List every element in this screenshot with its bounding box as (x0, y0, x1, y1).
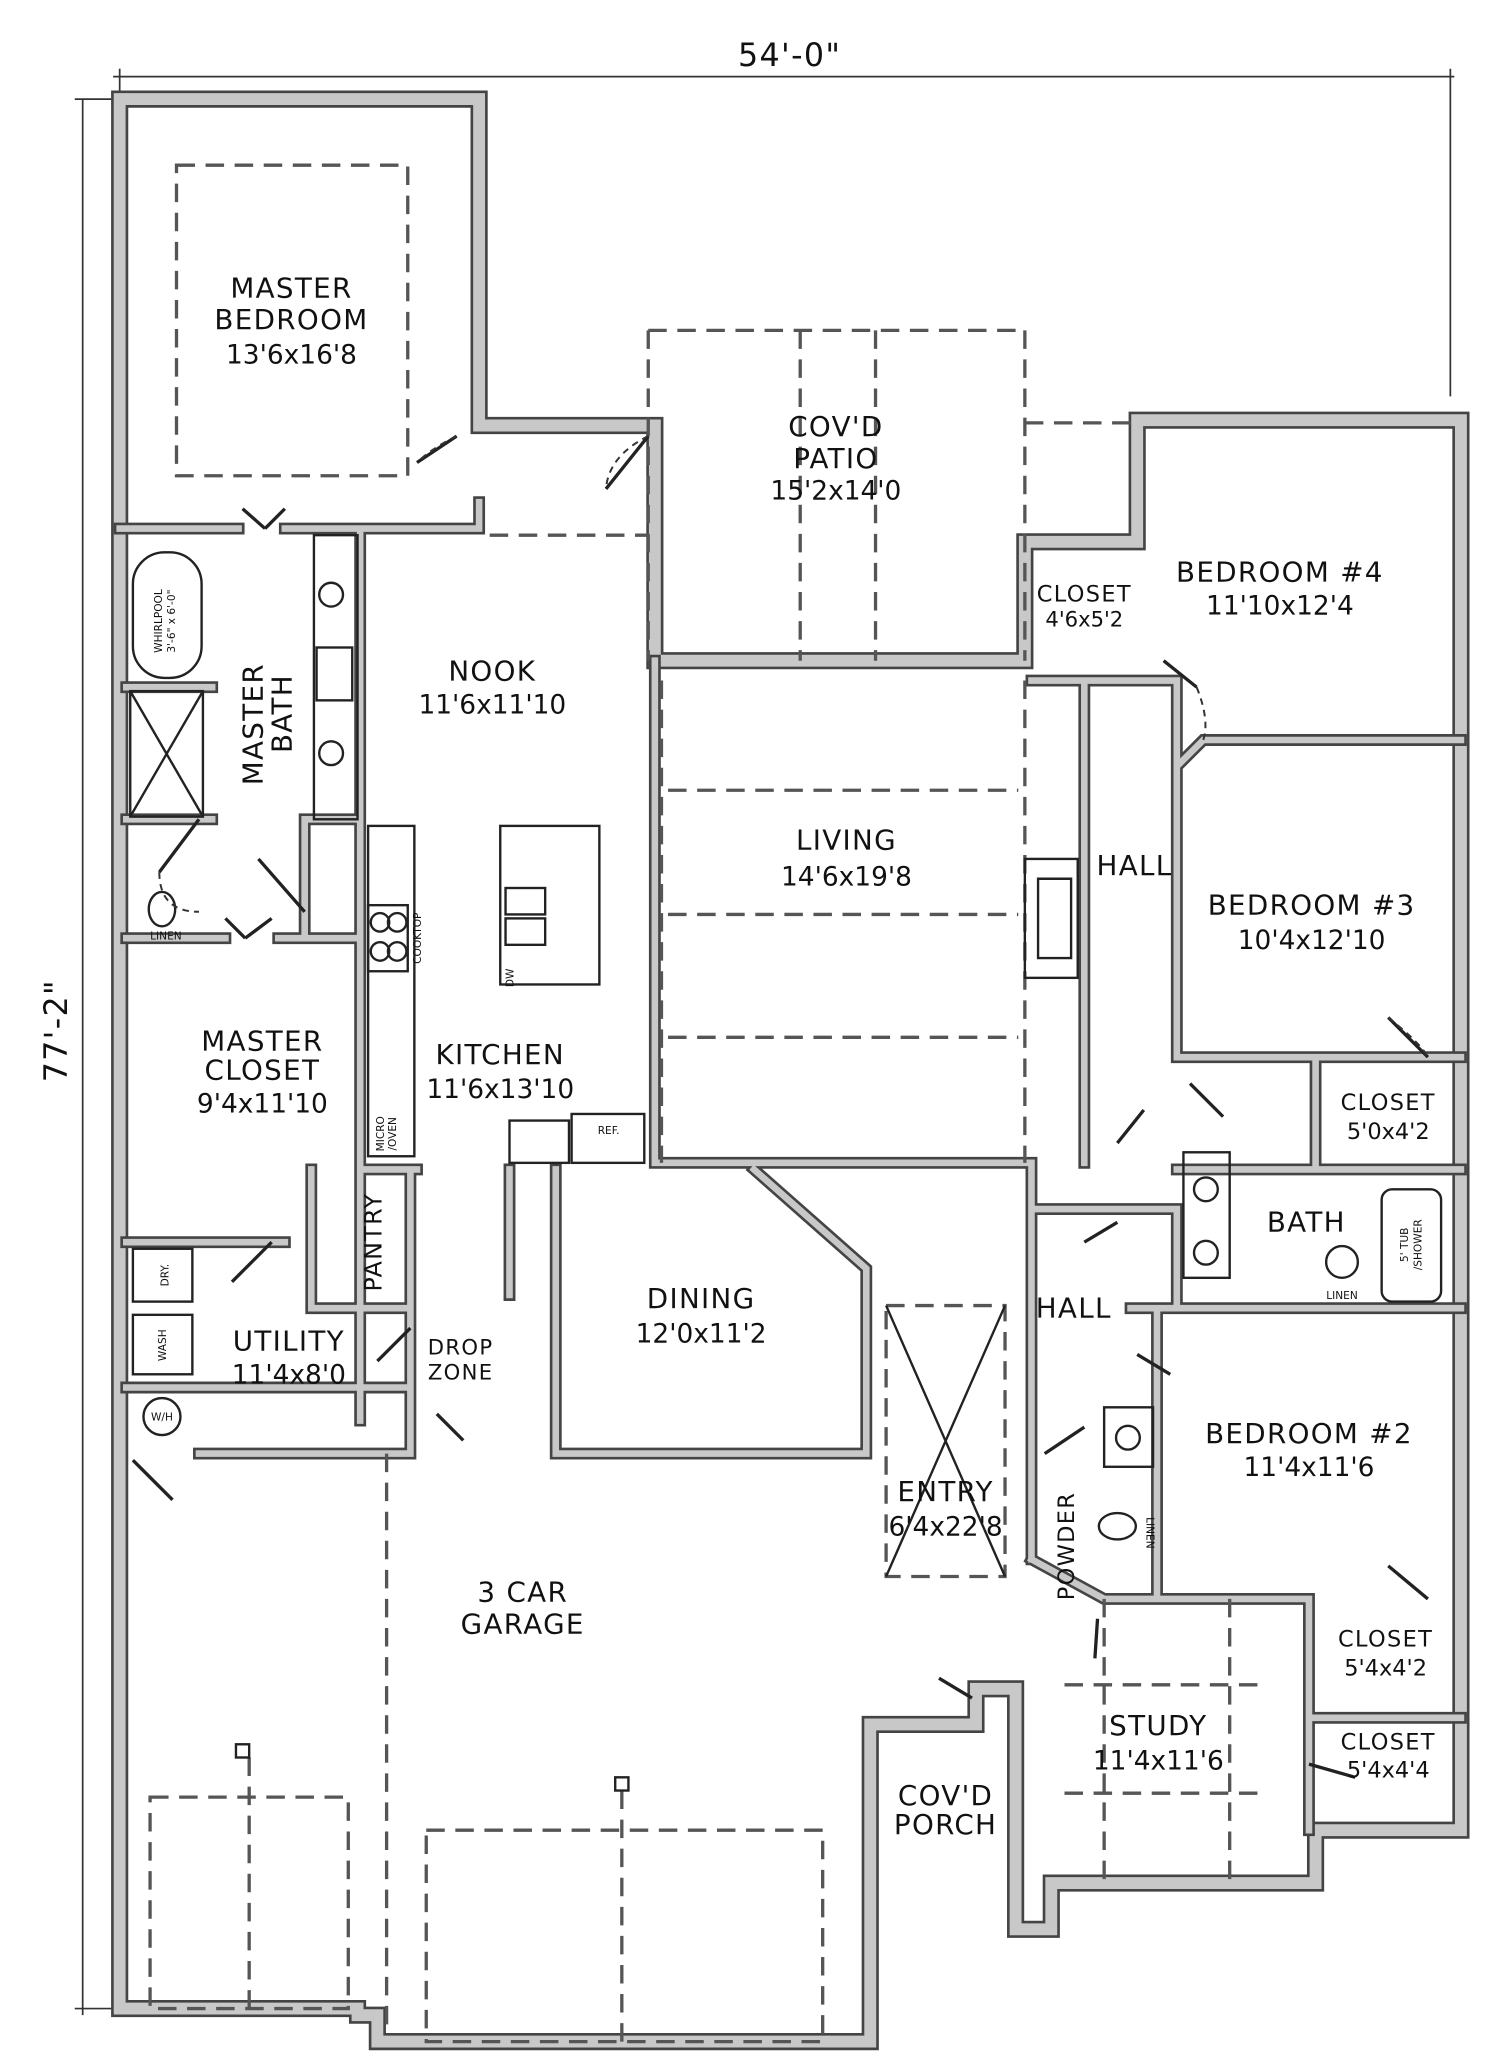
utility-size: 11'4x8'0 (232, 1360, 346, 1391)
linen-label: LINEN (1143, 1517, 1155, 1548)
interior-walls (113, 496, 1467, 1837)
drop-zone-label: DROP (428, 1334, 494, 1359)
master-closet-label: CLOSET (205, 1054, 321, 1087)
closet-b4-label: CLOSET (1037, 581, 1132, 607)
closet-b2-label: CLOSET (1338, 1627, 1433, 1653)
master-bath-label: BATH (265, 674, 298, 753)
porch-label: COV'D (898, 1779, 993, 1812)
master-bedroom-label: BEDROOM (214, 303, 368, 336)
bedroom2-label: BEDROOM #2 (1205, 1417, 1413, 1450)
room-labels: MASTER BEDROOM 13'6x16'8 COV'D PATIO 15'… (197, 271, 1436, 1841)
entry-size: 6'4x22'8 (888, 1512, 1002, 1543)
closet-b3-label: CLOSET (1341, 1090, 1436, 1116)
oven-label: /OVEN (387, 1117, 399, 1150)
master-closet-label: MASTER (201, 1025, 323, 1058)
drop-zone-label: ZONE (428, 1360, 494, 1385)
dryer-label: DRY. (160, 1264, 172, 1286)
dryer (131, 1247, 194, 1303)
master-bedroom-size: 13'6x16'8 (226, 339, 357, 370)
vanity (312, 533, 359, 821)
refrigerator (570, 1112, 646, 1165)
linen-label: LINEN (150, 931, 181, 943)
garage-label: 3 CAR (477, 1576, 568, 1609)
patio-label: PATIO (793, 442, 878, 475)
bedroom3-size: 10'4x12'10 (1238, 925, 1386, 956)
depth-dimension: 77'-2" (39, 979, 75, 1082)
entry-label: ENTRY (897, 1475, 993, 1508)
pantry-label: PANTRY (359, 1193, 387, 1292)
water-heater-label: W/H (151, 1412, 173, 1424)
shower-label: /SHOWER (1412, 1219, 1424, 1271)
porch-label: PORCH (894, 1808, 997, 1841)
closet-study-label: CLOSET (1341, 1730, 1436, 1756)
nook-size: 11'6x11'10 (418, 690, 566, 721)
master-bath-label: MASTER (236, 663, 269, 785)
closet-study-size: 5'4x4'4 (1347, 1757, 1430, 1783)
bedroom3-label: BEDROOM #3 (1208, 888, 1416, 921)
master-bedroom-label: MASTER (230, 271, 352, 304)
tub-label: 5' TUB (1399, 1228, 1411, 1262)
counter (366, 824, 416, 1158)
patio-size: 15'2x14'0 (770, 476, 901, 507)
closet-b3-size: 5'0x4'2 (1347, 1119, 1430, 1145)
living-beams (659, 680, 1027, 1163)
master-closet-size: 9'4x11'10 (197, 1089, 328, 1120)
garage-label: GARAGE (461, 1607, 585, 1640)
hall-upper-label: HALL (1097, 849, 1173, 882)
shower (129, 689, 205, 818)
whirlpool-size: 3'-6" x 6'-0" (166, 590, 178, 653)
study-size: 11'4x11'6 (1093, 1745, 1224, 1776)
kitchen-size: 11'6x13'10 (426, 1074, 574, 1105)
fixtures (129, 533, 1443, 1541)
cooktop (366, 903, 409, 973)
doors (131, 434, 1430, 1779)
whirlpool-label: WHIRLPOOL (153, 589, 165, 653)
exterior-walls (111, 90, 1470, 2051)
closet-b2-size: 5'4x4'2 (1344, 1656, 1427, 1682)
dishwasher-label: DW (504, 968, 516, 987)
hall-lower-label: HALL (1036, 1291, 1112, 1324)
linen-label: LINEN (1326, 1290, 1357, 1302)
closet-b4-size: 4'6x5'2 (1045, 606, 1123, 631)
bath-label: BATH (1267, 1206, 1346, 1239)
cooktop-label: COOKTOP (412, 912, 424, 964)
fixture-labels: WHIRLPOOL 3'-6" x 6'-0" LINEN LINEN LINE… (150, 589, 1424, 1548)
dimension-lines (74, 68, 1455, 2016)
refrigerator-label: REF. (598, 1125, 620, 1137)
kitchen-label: KITCHEN (436, 1038, 566, 1071)
fireplace (1023, 857, 1079, 980)
bedroom4-size: 11'10x12'4 (1206, 590, 1354, 621)
bath-vanity (1182, 1151, 1231, 1280)
washer (131, 1313, 194, 1376)
living-size: 14'6x19'8 (781, 861, 912, 892)
study-label: STUDY (1109, 1709, 1207, 1742)
garage-door-right (424, 1828, 825, 2044)
whirlpool-tub (131, 551, 203, 680)
washer-label: WASH (157, 1329, 169, 1361)
tray-ceiling (174, 163, 410, 478)
powder-label: POWDER (1054, 1492, 1080, 1600)
bedroom4-label: BEDROOM #4 (1176, 555, 1384, 588)
micro-label: MICRO (375, 1116, 387, 1151)
width-dimension: 54'-0" (738, 38, 841, 74)
dining-size: 12'0x11'2 (636, 1319, 767, 1350)
nook-label: NOOK (448, 655, 536, 688)
patio-outline (646, 328, 1138, 661)
water-heater (142, 1396, 182, 1437)
dashed-features (148, 163, 1263, 2044)
utility-label: UTILITY (233, 1325, 345, 1358)
living-label: LIVING (796, 824, 897, 857)
tub-shower (1380, 1188, 1443, 1303)
entry-skylight (884, 1303, 1007, 1579)
dining-label: DINING (647, 1282, 756, 1315)
toilet (147, 890, 177, 928)
kitchen-island (499, 824, 601, 986)
powder-vanity (1102, 1406, 1155, 1468)
patio-label: COV'D (788, 410, 883, 443)
bedroom2-size: 11'4x11'6 (1243, 1452, 1374, 1483)
